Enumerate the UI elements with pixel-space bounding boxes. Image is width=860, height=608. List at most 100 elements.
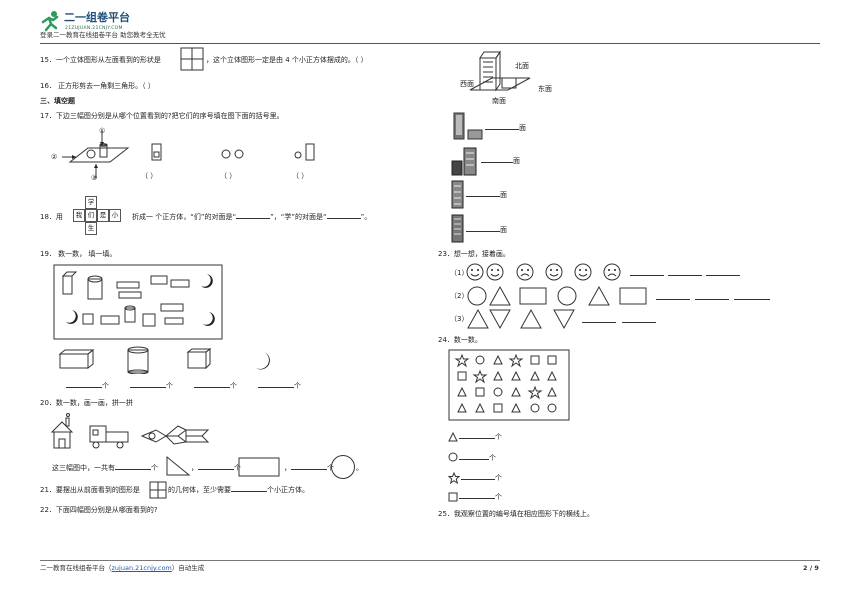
q18-answer-blank-1[interactable] <box>236 218 271 219</box>
q22-view-4-figure <box>451 214 464 243</box>
q20-blank-1[interactable] <box>115 469 151 470</box>
q23-blank-1b[interactable] <box>668 275 702 276</box>
q24-blank-square[interactable] <box>459 498 495 499</box>
q21-prefix: 21．要摆出从前面看到的图形是 <box>40 486 140 494</box>
q20-blank-2[interactable] <box>198 469 234 470</box>
q17-answer-paren-3[interactable]: （ ） <box>292 172 309 180</box>
q21-mid: 的几何体，至少需要 <box>168 486 231 494</box>
net-cell-4: 小 <box>109 209 121 222</box>
q24-blank-triangle[interactable] <box>459 438 495 439</box>
q23-blank-3b[interactable] <box>622 322 656 323</box>
q20-blank-3[interactable] <box>291 469 327 470</box>
q15-text: 15．一个立体图形从左面看到的形状是 <box>40 56 161 64</box>
footer-rule <box>40 560 820 561</box>
circle-icon <box>448 452 458 462</box>
q22-answer-1: 面 <box>485 124 526 132</box>
direction-south-label: 南面 <box>492 97 506 105</box>
q19-blank-2[interactable] <box>130 387 166 388</box>
q17-answer-paren-1[interactable]: （ ） <box>141 172 158 180</box>
q24-blank-circle[interactable] <box>459 459 489 460</box>
q20-sep-1: ， <box>191 464 198 472</box>
q23-blank-1a[interactable] <box>630 275 664 276</box>
header-tagline: 登录二一教育在线组卷平台 助您教考全无忧 <box>40 31 166 39</box>
header-rule <box>40 43 820 44</box>
q23-row-1-faces <box>466 263 621 281</box>
q19-text: 19． 数一数， 填一填。 <box>40 250 117 258</box>
q22-view-1-figure <box>453 112 483 140</box>
q21-line: 的几何体，至少需要个小正方体。 <box>168 486 309 494</box>
q24-unit-4: 个 <box>495 493 502 501</box>
q22-building-figure <box>469 50 531 92</box>
q20-prefix: 这三幅图中，一共有 <box>52 464 115 472</box>
q22-blank-1[interactable] <box>485 129 519 130</box>
logo-subtitle: 21ZUJUAN.21CNJY.COM <box>65 26 123 31</box>
q23-text: 23．想一想，接着画。 <box>438 250 510 258</box>
q18-mid-text: 折成一 个正方体，“们”的对面是“ <box>132 213 237 221</box>
runner-logo-icon <box>41 11 59 32</box>
net-cell-2: 们 <box>85 209 97 222</box>
q20-unit-3: 个 <box>327 464 334 472</box>
q22-answer-3: 面 <box>466 191 507 199</box>
q23-blank-2b[interactable] <box>695 299 729 300</box>
q24-shapes-grid <box>448 349 570 421</box>
q20-unit-2: 个 <box>234 464 241 472</box>
q21-blank[interactable] <box>231 491 267 492</box>
footer-prefix: 二一教育在线组卷平台（ <box>40 564 112 572</box>
q20-answer-2: ，个 <box>191 464 241 472</box>
q22-blank-3[interactable] <box>466 196 500 197</box>
q17-mark-3: ③ <box>91 174 98 182</box>
q23-row-2-label: （2） <box>450 292 469 300</box>
net-cell-top: 学 <box>85 196 97 209</box>
q24-blank-star[interactable] <box>461 479 495 480</box>
net-cell-1: 我 <box>73 209 85 222</box>
q23-blank-1c[interactable] <box>706 275 740 276</box>
q22-suffix-4: 面 <box>500 226 507 234</box>
q22-blank-2[interactable] <box>481 162 513 163</box>
footer-credit: 二一教育在线组卷平台（zujuan.21cnjy.com）自动生成 <box>40 564 204 573</box>
site-logo[interactable]: 二一组卷平台 21ZUJUAN.21CNJY.COM <box>40 10 160 34</box>
q22-blank-4[interactable] <box>466 231 500 232</box>
q18-cube-net: 学 我 们 是 小 生 <box>67 196 129 238</box>
q22-suffix-2: 面 <box>513 157 520 165</box>
q24-answer-circle: 个 <box>459 454 496 462</box>
q23-blank-3a[interactable] <box>582 322 616 323</box>
q19-blank-4[interactable] <box>258 387 294 388</box>
triangle-icon <box>448 432 458 442</box>
q24-text: 24．数一数。 <box>438 336 482 344</box>
q20-figures <box>50 413 210 449</box>
net-cell-bottom: 生 <box>85 222 97 235</box>
q23-blank-2a[interactable] <box>656 299 690 300</box>
q18-text-line: 折成一 个正方体，“们”的对面是“”，“学”的对面是“”。 <box>132 213 371 221</box>
q24-answer-square: 个 <box>459 493 502 501</box>
q19-answer-4: 个 <box>258 382 301 390</box>
q23-blank-2c[interactable] <box>734 299 770 300</box>
q22-answer-4: 面 <box>466 226 507 234</box>
q24-answer-star: 个 <box>461 474 502 482</box>
q19-unit-4: 个 <box>294 382 301 390</box>
q22-view-3-figure <box>451 180 464 209</box>
q22-suffix-3: 面 <box>500 191 507 199</box>
q22-text: 22．下面四幅图分别是从哪面看到的? <box>40 506 158 514</box>
q22-answer-2: 面 <box>481 157 520 165</box>
q22-view-2-figure <box>451 147 477 176</box>
q18-end-text: ”。 <box>360 213 372 221</box>
q24-answer-triangle: 个 <box>459 433 502 441</box>
footer-link[interactable]: zujuan.21cnjy.com <box>111 564 172 572</box>
q19-unit-2: 个 <box>166 382 173 390</box>
q20-triangle-icon <box>166 455 191 476</box>
square-icon <box>448 492 458 502</box>
q19-unit-3: 个 <box>230 382 237 390</box>
q19-blank-3[interactable] <box>194 387 230 388</box>
q17-mark-1: ① <box>99 127 106 135</box>
q19-legend-shapes <box>58 346 270 374</box>
q19-unit-1: 个 <box>102 382 109 390</box>
q21-grid-figure <box>149 481 167 499</box>
q17-answer-paren-2[interactable]: （ ） <box>220 172 237 180</box>
direction-north-label: 北面 <box>515 62 529 70</box>
q19-blank-1[interactable] <box>66 387 102 388</box>
q19-shapes-panel <box>53 264 223 340</box>
q19-answer-1: 个 <box>66 382 109 390</box>
q20-unit-1: 个 <box>151 464 158 472</box>
direction-east-label: 东面 <box>538 85 552 93</box>
q18-answer-blank-2[interactable] <box>326 218 361 219</box>
